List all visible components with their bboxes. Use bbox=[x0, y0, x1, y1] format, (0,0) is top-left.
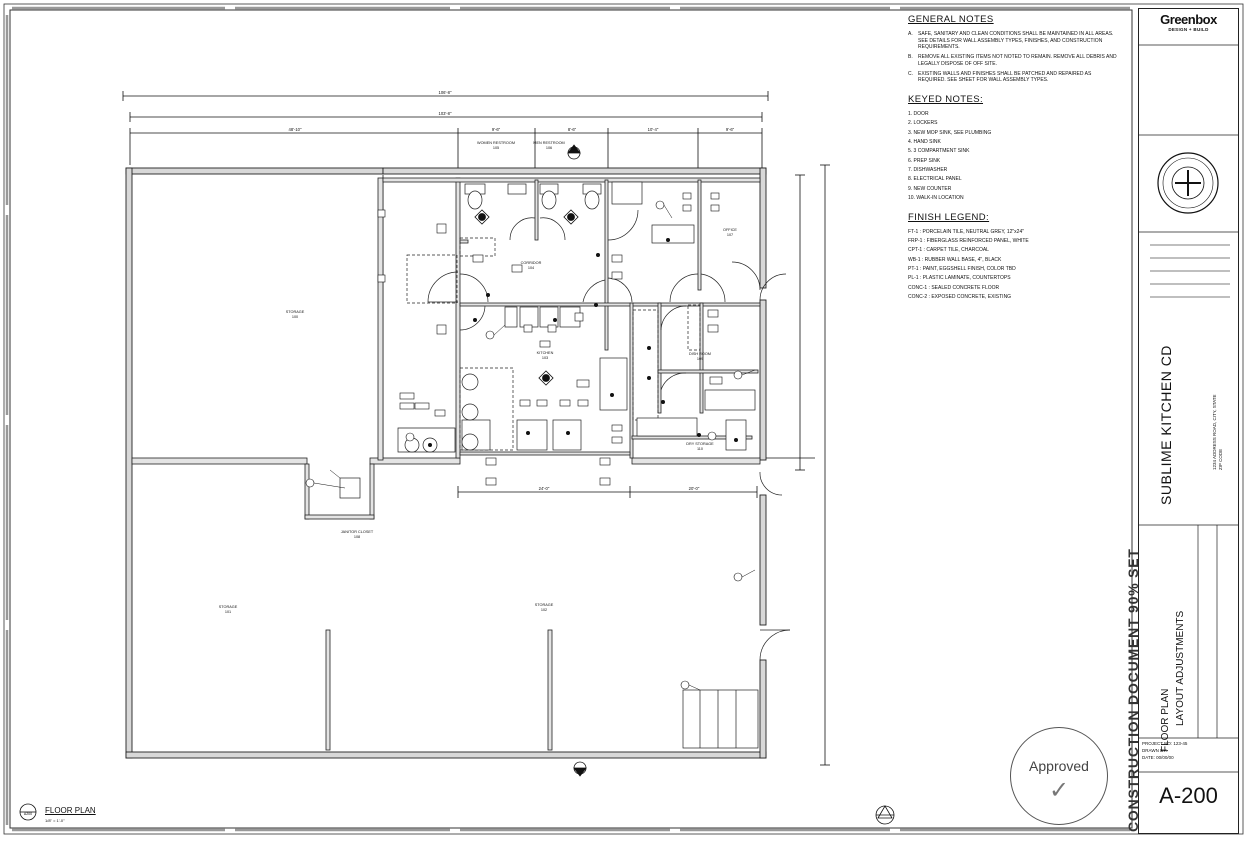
finish-legend-heading: FINISH LEGEND: bbox=[908, 211, 990, 223]
section-marker-1 bbox=[474, 209, 490, 225]
svg-text:9'-6": 9'-6" bbox=[492, 127, 501, 132]
detail-tag bbox=[19, 803, 37, 821]
svg-text:100: 100 bbox=[292, 315, 298, 319]
svg-text:106: 106 bbox=[546, 146, 552, 150]
keyed-note-item: 10. WALK-IN LOCATION bbox=[908, 194, 964, 201]
titleblock-lines bbox=[1138, 44, 1239, 773]
keyed-notes: KEYED NOTES: 1. DOOR 2. LOCKERS 3. NEW M… bbox=[908, 94, 1118, 202]
plan-title: FLOOR PLAN bbox=[45, 806, 96, 815]
leader-lines bbox=[313, 204, 756, 691]
svg-text:9'-6": 9'-6" bbox=[726, 127, 735, 132]
interior-walls bbox=[131, 177, 761, 751]
svg-text:101: 101 bbox=[225, 610, 231, 614]
project-title: SUBLIME KITCHEN CD bbox=[1158, 345, 1174, 505]
project-address: 1234 ADDRESS ROAD, CITY, STATE ZIP CODE bbox=[1212, 394, 1223, 470]
keyed-note-item: 1. DOOR bbox=[908, 110, 929, 117]
keyed-note-item: 7. DISHWASHER bbox=[908, 166, 948, 173]
svg-text:108: 108 bbox=[354, 535, 360, 539]
svg-text:JANITOR CLOSET: JANITOR CLOSET bbox=[341, 530, 374, 534]
svg-text:103: 103 bbox=[542, 356, 548, 360]
svg-text:105: 105 bbox=[493, 146, 499, 150]
svg-text:STORAGE: STORAGE bbox=[286, 310, 305, 314]
section-marker-2 bbox=[563, 209, 579, 225]
finish-legend-item: CONC-2 : EXPOSED CONCRETE, EXISTING bbox=[908, 293, 1012, 300]
equipment-dots bbox=[428, 238, 738, 447]
svg-text:KITCHEN: KITCHEN bbox=[537, 351, 554, 355]
seal-icon bbox=[1157, 152, 1219, 214]
finish-legend-item: CPT-1 : CARPET TILE, CHARCOAL bbox=[908, 247, 989, 254]
project-info: PROJECT NO: 123-45 DRAWN BY: DATE: 00/00… bbox=[1142, 741, 1188, 760]
north-arrow bbox=[875, 805, 895, 825]
exterior-walls bbox=[125, 167, 767, 759]
svg-text:DISH ROOM: DISH ROOM bbox=[689, 352, 711, 356]
keyed-note-item: 5. 3 COMPARTMENT SINK bbox=[908, 148, 970, 155]
keyed-note-item: 9. NEW COUNTER bbox=[908, 185, 952, 192]
svg-text:20'-0": 20'-0" bbox=[689, 486, 700, 491]
title-block bbox=[1138, 8, 1239, 834]
svg-text:CORRIDOR: CORRIDOR bbox=[521, 261, 542, 265]
svg-text:8'-6": 8'-6" bbox=[568, 127, 577, 132]
checkmark-icon: ✓ bbox=[1048, 777, 1070, 804]
svg-text:48'-10": 48'-10" bbox=[289, 127, 303, 132]
keyed-note-item: 8. ELECTRICAL PANEL bbox=[908, 176, 962, 183]
svg-text:10'-4": 10'-4" bbox=[648, 127, 659, 132]
finish-legend-item: PT-1 : PAINT, EGGSHELL FINISH, COLOR TBD bbox=[908, 265, 1016, 272]
svg-text:102: 102 bbox=[541, 608, 547, 612]
approved-stamp: Approved ✓ bbox=[1010, 727, 1108, 825]
svg-text:DRY STORAGE: DRY STORAGE bbox=[686, 442, 714, 446]
company-logo: Greenbox DESIGN + BUILD bbox=[1138, 12, 1239, 32]
keyed-note-item: 6. PREP SINK bbox=[908, 157, 941, 164]
svg-text:MEN RESTROOM: MEN RESTROOM bbox=[533, 141, 564, 145]
svg-text:106'-8": 106'-8" bbox=[439, 90, 453, 95]
svg-text:104: 104 bbox=[528, 266, 534, 270]
general-note-item: C.EXISTING WALLS AND FINISHES SHALL BE P… bbox=[908, 70, 1092, 84]
general-notes: GENERAL NOTES A.SAFE, SANITARY AND CLEAN… bbox=[908, 14, 1118, 84]
elevation-marker-bottom bbox=[573, 761, 587, 777]
svg-text:STORAGE: STORAGE bbox=[535, 603, 554, 607]
general-note-item: B.REMOVE ALL EXISTING ITEMS NOT NOTED TO… bbox=[908, 54, 1117, 67]
svg-text:107: 107 bbox=[727, 233, 733, 237]
svg-text:103'-8": 103'-8" bbox=[439, 111, 453, 116]
svg-text:109: 109 bbox=[697, 357, 703, 361]
plan-scale: 1/8" = 1'-0" bbox=[45, 818, 65, 823]
logo-tagline: DESIGN + BUILD bbox=[1168, 27, 1209, 32]
keyed-note-item: 3. NEW MOP SINK, SEE PLUMBING bbox=[908, 129, 992, 136]
fixtures bbox=[339, 181, 759, 749]
svg-text:OFFICE: OFFICE bbox=[723, 228, 737, 232]
general-notes-heading: GENERAL NOTES bbox=[908, 14, 994, 25]
notes-panel: GENERAL NOTES A.SAFE, SANITARY AND CLEAN… bbox=[908, 14, 1118, 311]
finish-legend-item: FT-1 : PORCELAIN TILE, NEUTRAL GREY, 12"… bbox=[908, 228, 1024, 235]
keyed-note-item: 2. LOCKERS bbox=[908, 120, 938, 127]
detail-tag-text: A200 bbox=[24, 812, 32, 816]
svg-text:24'-0": 24'-0" bbox=[539, 486, 550, 491]
svg-text:110: 110 bbox=[697, 447, 703, 451]
finish-legend-item: FRP-1 : FIBERGLASS REINFORCED PANEL, WHI… bbox=[908, 237, 1029, 244]
svg-text:STORAGE: STORAGE bbox=[219, 605, 238, 609]
keyed-note-item: 4. HAND SINK bbox=[908, 138, 941, 145]
section-marker-3 bbox=[538, 370, 554, 386]
stamp-label: Approved bbox=[1029, 758, 1089, 774]
finish-legend-item: WB-1 : RUBBER WALL BASE, 4", BLACK bbox=[908, 256, 1002, 263]
keyed-notes-heading: KEYED NOTES: bbox=[908, 94, 984, 106]
doors bbox=[427, 209, 791, 661]
logo-brand: Greenbox bbox=[1160, 12, 1217, 27]
sheet-border bbox=[3, 3, 1244, 835]
general-note-item: A.SAFE, SANITARY AND CLEAN CONDITIONS SH… bbox=[908, 30, 1114, 51]
elevation-marker-top bbox=[567, 144, 581, 160]
sheet-subtitle: LAYOUT ADJUSTMENTS bbox=[1175, 610, 1186, 726]
finish-legend: FINISH LEGEND: FT-1 : PORCELAIN TILE, NE… bbox=[908, 212, 1118, 301]
finish-legend-item: CONC-1 : SEALED CONCRETE FLOOR bbox=[908, 284, 1000, 291]
sheet-number: A-200 bbox=[1159, 783, 1218, 808]
svg-text:WOMEN RESTROOM: WOMEN RESTROOM bbox=[477, 141, 515, 145]
dimension-texts: 106'-8" 103'-8" 48'-10" 9'-6" 8'-6" 10'-… bbox=[289, 90, 735, 491]
tag-circles bbox=[305, 200, 743, 690]
tag-boxes bbox=[377, 192, 723, 486]
finish-legend-item: PL-1 : PLASTIC LAMINATE, COUNTERTOPS bbox=[908, 275, 1011, 282]
symbols bbox=[19, 144, 895, 825]
